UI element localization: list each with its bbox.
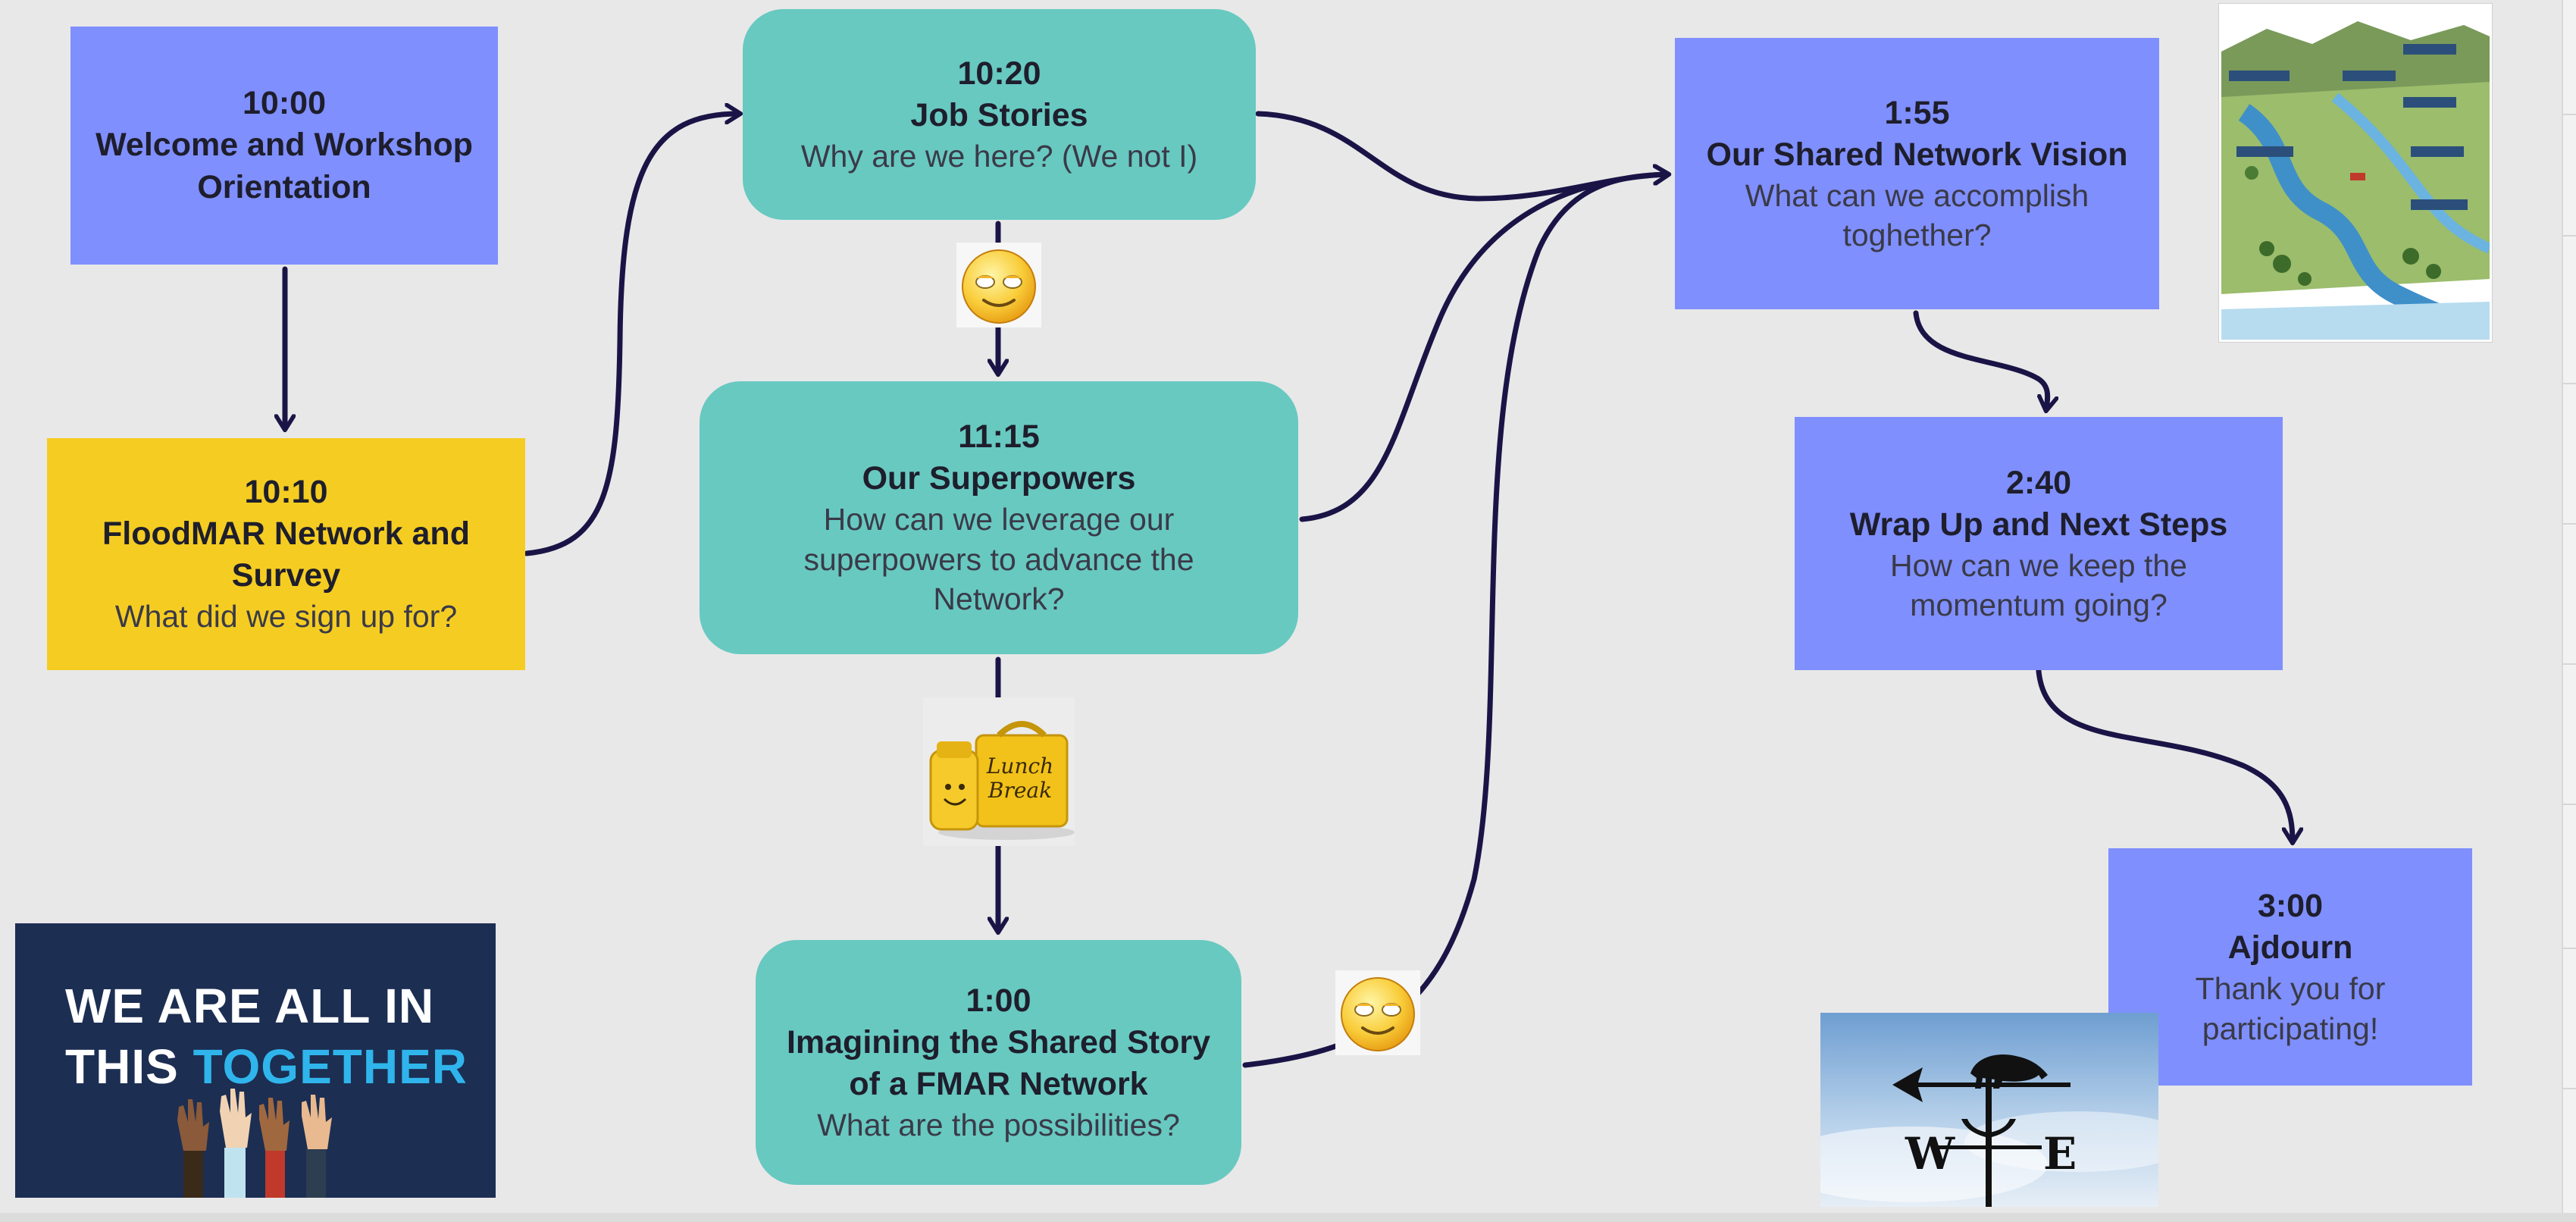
ruler-tick: [2563, 948, 2576, 949]
connector-sharedstory-to-vision[interactable]: [1242, 174, 1667, 1068]
node-title: Our Superpowers: [862, 460, 1136, 497]
node-vision[interactable]: 1:55 Our Shared Network Vision What can …: [1675, 38, 2159, 309]
node-time: 10:20: [957, 55, 1041, 92]
node-time: 2:40: [2005, 464, 2072, 501]
node-title: Survey: [231, 557, 341, 594]
lunch-sign-text: Lunch: [986, 754, 1053, 779]
together-poster-image[interactable]: WE ARE ALL IN THIS TOGETHER: [15, 923, 496, 1198]
ruler-tick: [2563, 663, 2576, 665]
node-time: 10:10: [244, 474, 328, 511]
poster-text-accent: TOGETHER: [192, 1039, 468, 1094]
node-time: 11:15: [958, 418, 1040, 456]
node-title: of a FMAR Network: [849, 1065, 1148, 1102]
node-subtitle: Network?: [933, 581, 1065, 617]
node-subtitle: participating!: [2202, 1010, 2379, 1046]
poster-text-line2: THIS TOGETHER: [65, 1039, 468, 1095]
weathervane-east-letter: E: [2043, 1128, 2077, 1180]
node-subtitle: How can we leverage our: [823, 502, 1175, 537]
node-subtitle: What are the possibilities?: [817, 1107, 1180, 1142]
node-title: Imagining the Shared Story: [786, 1023, 1211, 1061]
node-shared-story[interactable]: 1:00 Imagining the Shared Story of a FMA…: [756, 940, 1241, 1185]
horizontal-scrollbar[interactable]: [0, 1213, 2576, 1222]
node-time: 3:00: [2257, 888, 2324, 924]
node-time: 10:00: [243, 85, 326, 122]
ruler-tick: [2563, 114, 2576, 115]
node-title: FloodMAR Network and: [102, 515, 470, 553]
node-title: Our Shared Network Vision: [1706, 136, 2128, 173]
node-wrapup[interactable]: 2:40 Wrap Up and Next Steps How can we k…: [1795, 417, 2283, 670]
node-time: 1:00: [966, 982, 1031, 1019]
node-welcome[interactable]: 10:00 Welcome and Workshop Orientation: [70, 27, 498, 265]
ruler-tick: [2563, 383, 2576, 384]
lunch-sign-text: Break: [988, 778, 1052, 803]
node-title: Welcome and Workshop: [95, 127, 473, 164]
connector-vision-to-wrapup[interactable]: [1913, 310, 2048, 409]
poster-text-line1: WE ARE ALL IN: [65, 979, 435, 1033]
node-floodmar[interactable]: 10:10 FloodMAR Network and Survey What d…: [47, 438, 525, 670]
node-subtitle: toghether?: [1842, 218, 1992, 253]
connector-floodmar-to-jobstories[interactable]: [524, 114, 739, 556]
weathervane-west-letter: W: [1905, 1128, 1955, 1180]
node-subtitle: What can we accomplish: [1745, 177, 2089, 213]
ruler-tick: [2563, 804, 2576, 805]
poster-text-white: THIS: [65, 1039, 193, 1094]
weathervane-image[interactable]: W E: [1820, 1013, 2158, 1207]
node-title: Wrap Up and Next Steps: [1849, 506, 2228, 543]
node-title: Orientation: [197, 168, 371, 205]
connector-wrapup-to-adjourn[interactable]: [2036, 668, 2293, 841]
node-subtitle: What did we sign up for?: [114, 599, 458, 634]
node-job-stories[interactable]: 10:20 Job Stories Why are we here? (We n…: [743, 9, 1256, 220]
node-subtitle: Why are we here? (We not I): [800, 138, 1198, 174]
node-title: Ajdourn: [2227, 929, 2353, 967]
node-subtitle: How can we keep the: [1889, 547, 2187, 583]
smiley-icon[interactable]: [956, 243, 1041, 327]
raised-hands-icon: [177, 1089, 332, 1198]
connector-superpowers-to-vision[interactable]: [1299, 174, 1667, 522]
node-subtitle: momentum going?: [1910, 588, 2168, 623]
node-superpowers[interactable]: 11:15 Our Superpowers How can we leverag…: [700, 381, 1298, 654]
ruler-tick: [2563, 235, 2576, 237]
smiley-icon[interactable]: [1335, 970, 1420, 1055]
vertical-scrollbar[interactable]: [2562, 0, 2576, 1222]
watershed-diagram-image[interactable]: [2219, 4, 2492, 342]
ruler-tick: [2563, 1088, 2576, 1089]
node-title: Job Stories: [910, 96, 1088, 133]
lunch-break-image[interactable]: Lunch Break: [923, 697, 1075, 846]
node-subtitle: Thank you for: [2195, 971, 2386, 1007]
node-time: 1:55: [1884, 94, 1950, 131]
ruler-tick: [2563, 523, 2576, 525]
node-subtitle: superpowers to advance the: [803, 541, 1194, 577]
node-adjourn[interactable]: 3:00 Ajdourn Thank you for participating…: [2108, 848, 2472, 1086]
